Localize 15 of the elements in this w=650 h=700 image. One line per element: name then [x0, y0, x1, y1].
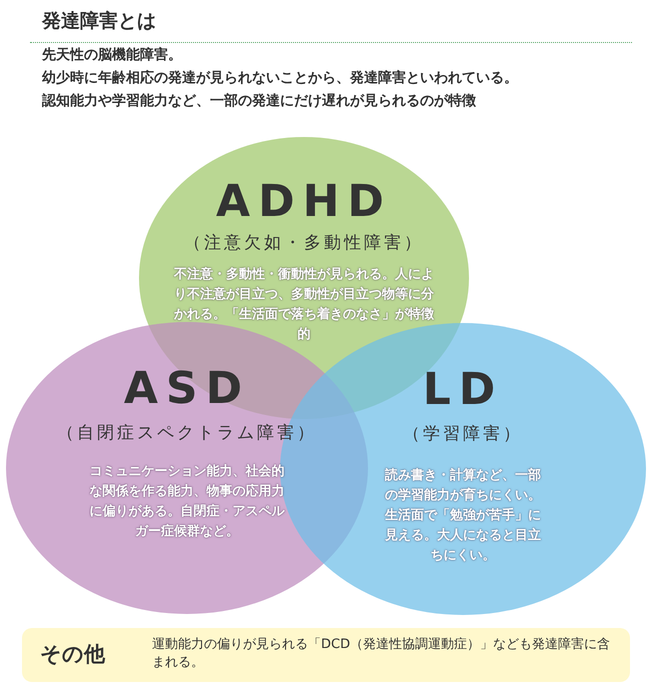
- category-heading: LD: [422, 365, 504, 415]
- category-subtitle: （学習障害）: [403, 423, 523, 445]
- panel-heading: その他: [40, 641, 105, 668]
- other-panel: [22, 628, 630, 682]
- description-text: 読み書き・計算など、一部の学習能力が育ちにくい。生活面で「勉強が苦手」に見える。大人になると目立ちにくい。: [384, 466, 542, 565]
- category-subtitle: （注意欠如・多動性障害）: [184, 232, 424, 254]
- category-heading: ADHD: [216, 177, 392, 227]
- intro-text: 幼少時に年齢相応の発達が見られないことから、発達障害といわれている。: [42, 69, 518, 87]
- category-subtitle: （自閉症スペクトラム障害）: [57, 422, 317, 444]
- panel-text: 運動能力の偏りが見られる「DCD（発達性協調運動症）」なども発達障害に含まれる。: [152, 636, 612, 672]
- intro-text: 先天性の脳機能障害。: [42, 46, 182, 64]
- category-heading: ASD: [124, 364, 250, 414]
- page-title: 発達障害とは: [42, 9, 156, 34]
- intro-text: 認知能力や学習能力など、一部の発達にだけ遅れが見られるのが特徴: [42, 92, 476, 110]
- description-text: 不注意・多動性・衝動性が見られる。人により不注意が目立つ、多動性が目立つ物等に分かれる。「生活面で落ち着きのなさ」が特徴的: [173, 266, 435, 344]
